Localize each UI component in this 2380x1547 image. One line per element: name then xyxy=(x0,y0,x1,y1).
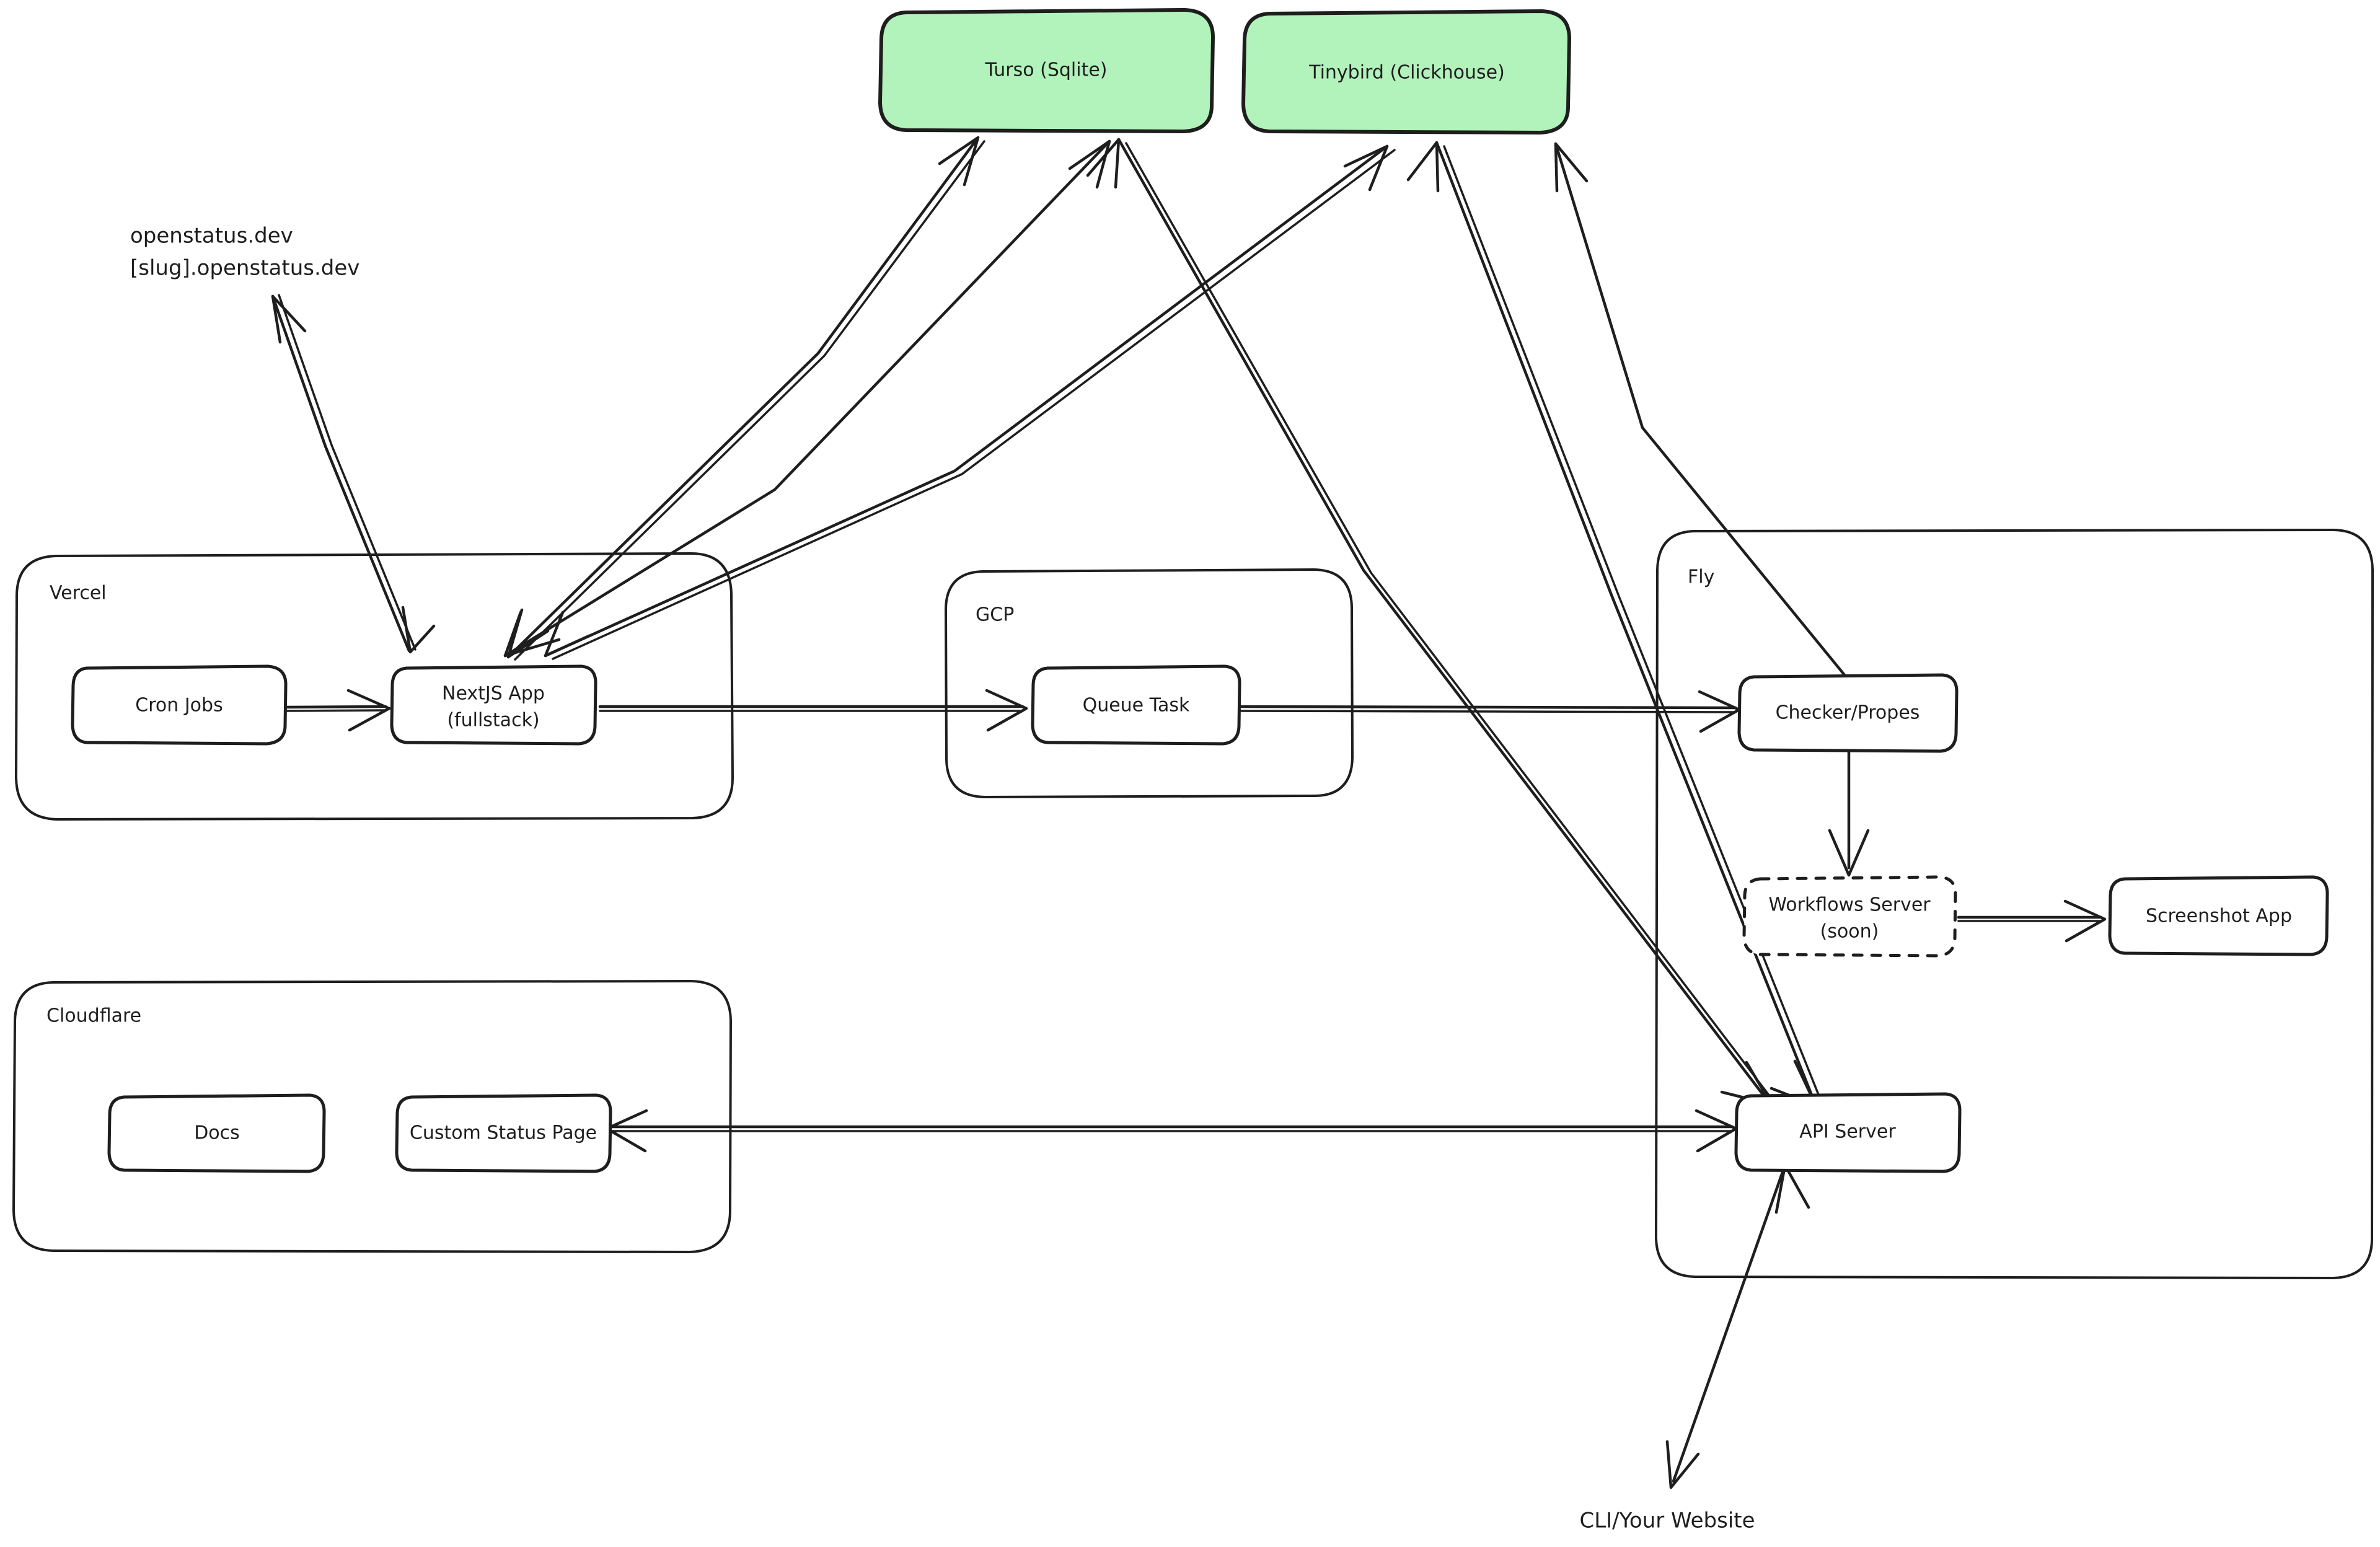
cron-jobs-label: Cron Jobs xyxy=(135,695,223,716)
node-api-server[interactable]: API Server xyxy=(1734,1092,1962,1173)
edge-nextjs-domains xyxy=(271,294,436,654)
edge-apiserver-turso xyxy=(1086,138,1778,1107)
nextjs-app-label-line2: (fullstack) xyxy=(447,710,539,731)
cli-website-label: CLI/Your Website xyxy=(1579,1509,1755,1533)
node-workflows-server[interactable]: Workflows Server (soon) xyxy=(1742,875,1957,958)
vercel-label: Vercel xyxy=(50,583,107,604)
api-server-label: API Server xyxy=(1799,1121,1896,1143)
cloudflare-label: Cloudflare xyxy=(46,1005,141,1027)
node-tinybird[interactable]: Tinybird (Clickhouse) xyxy=(1241,9,1572,134)
edge-customstatus-apiserver xyxy=(605,1109,1738,1153)
queue-task-box xyxy=(1031,664,1241,746)
edge-nextjs-queuetask xyxy=(598,689,1028,732)
custom-status-page-box xyxy=(395,1093,612,1173)
custom-status-page-label: Custom Status Page xyxy=(410,1122,597,1144)
api-server-box xyxy=(1734,1092,1962,1173)
fly-container-outline xyxy=(1655,529,2374,1279)
screenshot-app-label: Screenshot App xyxy=(2146,906,2292,927)
edge-turso-nextjs-return xyxy=(503,139,1111,658)
edge-apiserver-tinybird xyxy=(1406,141,1825,1108)
edge-checker-workflows xyxy=(1828,742,1870,877)
turso-label: Turso (Sqlite) xyxy=(984,60,1107,81)
group-vercel: Vercel xyxy=(15,552,734,821)
screenshot-app-box xyxy=(2108,875,2329,956)
tinybird-label: Tinybird (Clickhouse) xyxy=(1308,62,1505,84)
cloudflare-container-outline xyxy=(12,980,732,1253)
node-queue-task[interactable]: Queue Task xyxy=(1031,664,1241,746)
workflows-server-box xyxy=(1742,875,1957,958)
node-turso[interactable]: Turso (Sqlite) xyxy=(878,8,1215,133)
node-checker-propes[interactable]: Checker/Propes xyxy=(1737,673,1959,753)
domain-root-label: openstatus.dev xyxy=(130,224,293,249)
cron-jobs-box xyxy=(71,664,288,746)
group-gcp: GCP xyxy=(945,568,1354,798)
checker-propes-label: Checker/Propes xyxy=(1776,702,1920,724)
turso-box xyxy=(878,8,1215,133)
domain-slug-label: [slug].openstatus.dev xyxy=(130,256,359,281)
checker-propes-box xyxy=(1737,673,1959,753)
docs-box xyxy=(107,1093,326,1173)
tinybird-box xyxy=(1241,9,1572,134)
vercel-container-outline xyxy=(15,552,734,821)
queue-task-label: Queue Task xyxy=(1083,695,1190,716)
edge-nextjs-turso xyxy=(506,136,985,661)
node-screenshot-app[interactable]: Screenshot App xyxy=(2108,875,2329,956)
group-cloudflare: Cloudflare xyxy=(12,980,732,1253)
domains-text-block: openstatus.dev [slug].openstatus.dev xyxy=(130,224,359,281)
gcp-container-outline xyxy=(945,568,1354,798)
nextjs-app-box xyxy=(390,664,597,746)
edge-workflows-screenshot xyxy=(1957,899,2107,943)
node-nextjs-app[interactable]: NextJS App (fullstack) xyxy=(390,664,597,746)
edge-cronjobs-nextjs xyxy=(284,689,391,732)
nextjs-app-label-line1: NextJS App xyxy=(442,683,545,705)
workflows-server-label-line2: (soon) xyxy=(1820,921,1879,943)
edge-queuetask-checker xyxy=(1238,690,1741,733)
edge-apiserver-cliwebsite xyxy=(1665,1163,1810,1489)
group-fly: Fly xyxy=(1655,529,2374,1279)
node-custom-status-page[interactable]: Custom Status Page xyxy=(395,1093,612,1173)
node-cron-jobs[interactable]: Cron Jobs xyxy=(71,664,288,746)
workflows-server-label-line1: Workflows Server xyxy=(1768,894,1931,916)
docs-label: Docs xyxy=(194,1122,240,1144)
edge-checker-tinybird xyxy=(1554,142,1852,684)
gcp-label: GCP xyxy=(976,604,1014,626)
edge-nextjs-tinybird xyxy=(544,144,1396,660)
fly-label: Fly xyxy=(1688,566,1714,588)
node-docs[interactable]: Docs xyxy=(107,1093,326,1173)
